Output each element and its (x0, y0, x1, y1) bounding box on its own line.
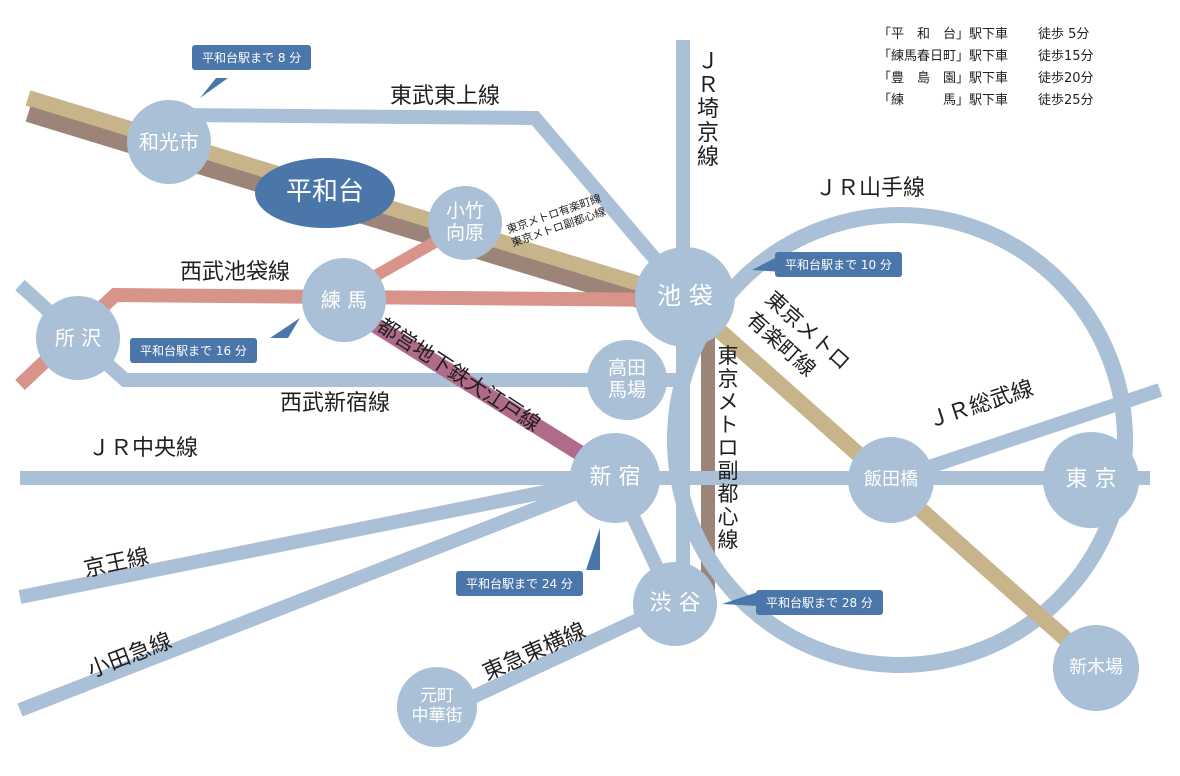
access-walk-time: 徒歩20分 (1038, 71, 1094, 86)
station-heiwadai[interactable]: 平和台 (255, 158, 395, 228)
callout-pointer-shinjuku (586, 528, 600, 570)
callout-from-ikebukuro: 平和台駅まで 10 分 (775, 252, 902, 277)
line-odakyu (17, 471, 618, 717)
access-row: 「練 馬」駅下車 徒歩25分 (878, 90, 1094, 112)
line-jr-sobu (887, 383, 1163, 487)
label-jr-chuo: ＪＲ中央線 (88, 436, 199, 461)
access-station: 「豊 島 園」駅下車 (878, 71, 1009, 86)
callout-from-shinjuku: 平和台駅まで 24 分 (456, 571, 583, 596)
access-walk-time: 徒歩15分 (1038, 49, 1094, 64)
access-table: 「平 和 台」駅下車 徒歩 5分 「練馬春日町」駅下車 徒歩15分 「豊 島 園」駅… (878, 24, 1094, 112)
access-row: 「練馬春日町」駅下車 徒歩15分 (878, 46, 1094, 68)
line-jr-yamanote (667, 207, 1133, 673)
line-toei-oedo (330, 293, 620, 482)
label-jr-yamanote: ＪＲ山手線 (815, 176, 926, 201)
station-wakoshi[interactable]: 和光市 (127, 100, 211, 184)
station-kotake-mukaihara[interactable]: 小竹 向原 (428, 186, 502, 260)
callout-from-shibuya: 平和台駅まで 28 分 (756, 590, 883, 615)
station-nerima[interactable]: 練 馬 (302, 258, 386, 342)
access-walk-time: 徒歩25分 (1038, 93, 1094, 108)
label-metro-fukutoshin: 東京メトロ副都心線 (717, 344, 739, 552)
station-shibuya[interactable]: 渋 谷 (633, 562, 717, 646)
station-tokorozawa[interactable]: 所 沢 (36, 296, 120, 380)
access-row: 「平 和 台」駅下車 徒歩 5分 (878, 24, 1094, 46)
station-iidabashi[interactable]: 飯田橋 (848, 437, 934, 523)
line-tokyu-toyoko (442, 597, 675, 717)
station-shinkiba[interactable]: 新木場 (1053, 625, 1139, 711)
label-seibu-shinjuku: 西武新宿線 (280, 391, 391, 416)
station-shinjuku[interactable]: 新 宿 (570, 433, 660, 523)
callout-pointer-wakoshi (200, 78, 228, 98)
station-ikebukuro[interactable]: 池 袋 (635, 247, 735, 347)
access-row: 「豊 島 園」駅下車 徒歩20分 (878, 68, 1094, 90)
station-takadanobaba[interactable]: 高田 馬場 (587, 340, 667, 420)
access-station: 「練馬春日町」駅下車 (878, 49, 1009, 64)
access-station: 「練 馬」駅下車 (878, 93, 1009, 108)
line-tobu-tojo (174, 108, 696, 305)
callout-from-wakoshi: 平和台駅まで 8 分 (192, 45, 312, 70)
label-seibu-ikebukuro: 西武池袋線 (180, 260, 291, 285)
label-jr-saikyo: ＪＲ埼京線 (696, 49, 719, 170)
station-tokyo[interactable]: 東 京 (1043, 432, 1139, 528)
callout-pointer-shibuya (722, 592, 758, 606)
access-walk-time: 徒歩 5分 (1038, 27, 1090, 42)
station-motomachi-chukagai[interactable]: 元町 中華街 (397, 667, 477, 747)
access-station: 「平 和 台」駅下車 (878, 27, 1009, 42)
label-tobu-tojo: 東武東上線 (390, 84, 501, 109)
line-keio (18, 471, 617, 604)
callout-from-tokorozawa: 平和台駅まで 16 分 (130, 338, 257, 363)
callout-pointer-ikebukuro (752, 258, 782, 272)
callout-pointer-tokorozawa (270, 318, 300, 338)
